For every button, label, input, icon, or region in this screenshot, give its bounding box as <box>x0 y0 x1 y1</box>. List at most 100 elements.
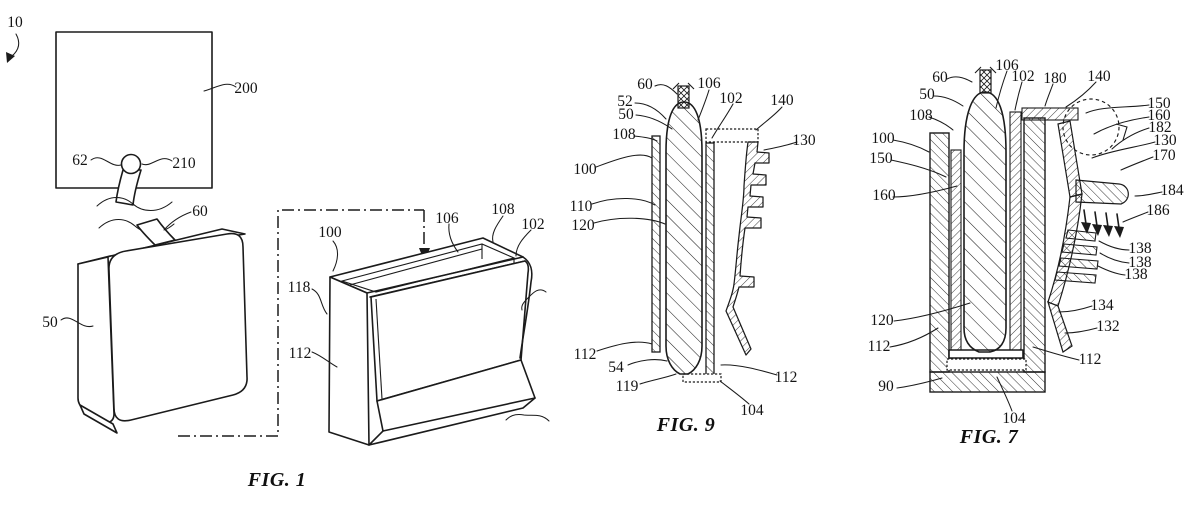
fig9-right-wall <box>705 142 715 376</box>
ref-label-10: 10 <box>7 14 23 31</box>
fig7-arrow-shaft-4 <box>1116 213 1120 229</box>
fig7-tooth-4 <box>1054 271 1097 284</box>
fig7-arrow-shaft-2 <box>1094 211 1098 227</box>
fig7-outer-left-wall <box>929 132 950 373</box>
ref-label-fig7-60: 60 <box>932 69 948 86</box>
ref-label-fig9-104: 104 <box>740 402 764 419</box>
fig1-leader-60 <box>163 211 192 231</box>
ref-label-fig7-102: 102 <box>1011 68 1034 85</box>
fig1-leader-210 <box>141 158 173 166</box>
ref-label-fig9-110: 110 <box>570 198 593 215</box>
fig7-leader-138c <box>1097 265 1126 276</box>
fig7-detail-circle <box>1062 98 1120 156</box>
ref-label-fig7-108: 108 <box>909 107 933 124</box>
ref-label-fig9-120: 120 <box>571 217 595 234</box>
ref-label-fig7-180: 180 <box>1043 70 1067 87</box>
ref-label-62: 62 <box>72 152 88 169</box>
ref-label-fig9-140: 140 <box>770 92 794 109</box>
fig7-leader-138b <box>1099 252 1130 264</box>
fig9-flange-140 <box>705 128 759 143</box>
fig9-caption: FIG. 9 <box>656 414 716 436</box>
fig1-adapter-left-face <box>77 256 115 424</box>
ref-label-fig7-104: 104 <box>1002 410 1026 427</box>
ref-label-fig7-160b: 160 <box>1147 107 1171 124</box>
fig7-wire-stub <box>979 69 992 94</box>
fig7-leader-160b <box>1093 116 1150 135</box>
ref-label-fig9-112b: 112 <box>775 369 798 386</box>
fig9-leader-108 <box>633 135 658 142</box>
fig7-arrow-shaft-3 <box>1105 212 1109 228</box>
ref-label-fig7-90: 90 <box>878 378 894 395</box>
fig7-caption: FIG. 7 <box>959 426 1019 448</box>
fig7-leader-134 <box>1058 305 1093 313</box>
fig9-wire-stub-flare <box>672 82 695 90</box>
fig1-leader-102 <box>515 229 532 257</box>
fig7-leader-60 <box>946 76 973 83</box>
fig1-leader-112 <box>311 351 338 368</box>
fig7-leader-50 <box>933 95 964 107</box>
fig7-arrow-head-1 <box>1081 222 1091 234</box>
ref-label-fig7-130: 130 <box>1153 132 1177 149</box>
fig7-leader-140 <box>1065 81 1097 108</box>
fig7-leader-150b <box>1085 104 1150 114</box>
fig1-ref10-arrow <box>11 33 20 57</box>
fig7-leader-160a <box>892 185 958 198</box>
fig7-right-liner <box>1009 111 1022 361</box>
fig9-comb-bracket <box>725 141 770 356</box>
ref-label-fig7-120: 120 <box>870 312 894 329</box>
fig7-leader-186 <box>1122 211 1149 223</box>
fig9-leader-54 <box>627 359 668 366</box>
fig9-leader-52 <box>634 102 667 120</box>
fig7-leader-180 <box>1044 83 1054 107</box>
ref-label-50: 50 <box>42 314 58 331</box>
fig1-caption: FIG. 1 <box>247 469 307 491</box>
fig9-left-wall <box>651 135 661 353</box>
fig7-left-liner <box>950 149 962 361</box>
fig9-leader-102 <box>711 103 734 139</box>
ref-label-fig9-108: 108 <box>612 126 636 143</box>
ref-label-fig7-138a: 138 <box>1128 240 1152 257</box>
fig7-force-arrows <box>1081 209 1124 238</box>
fig7-leader-112b <box>1032 346 1080 361</box>
ref-label-fig7-170: 170 <box>1152 147 1176 164</box>
fig1-enclosure-right-edge <box>519 256 533 359</box>
fig7-leader-120 <box>893 302 971 322</box>
ref-label-112: 112 <box>289 345 312 362</box>
fig1-leader-50 <box>60 317 94 328</box>
fig7-leader-112a <box>889 327 939 348</box>
fig1-cable-upper <box>115 169 142 206</box>
fig9-leader-104 <box>719 380 750 405</box>
ref-label-fig9-112a: 112 <box>574 346 597 363</box>
fig1-leader-62 <box>90 157 122 166</box>
fig1-enclosure-inner-wall-lines <box>345 244 515 287</box>
fig7-leader-130 <box>1091 141 1156 159</box>
fig9-leader-110 <box>591 197 656 206</box>
fig7-outer-right-wall <box>1023 117 1046 373</box>
ref-label-fig7-150b: 150 <box>1147 95 1171 112</box>
fig7-leader-150a <box>890 159 947 178</box>
ref-label-fig7-160a: 160 <box>872 187 896 204</box>
fig9-leader-50 <box>635 114 673 130</box>
fig9-leader-112b <box>720 364 778 376</box>
fig7-latch-leg-132 <box>1047 300 1073 353</box>
ref-label-fig7-132: 132 <box>1096 318 1119 335</box>
ref-label-fig7-150a: 150 <box>869 150 893 167</box>
ref-label-210: 210 <box>172 155 196 172</box>
ref-label-fig9-50: 50 <box>618 106 634 123</box>
fig1-leader-100 <box>332 240 339 272</box>
ref-label-106: 106 <box>435 210 459 227</box>
ref-label-fig7-184: 184 <box>1160 182 1184 199</box>
fig7-leader-138a <box>1098 240 1130 251</box>
ref-label-fig7-186: 186 <box>1146 202 1170 219</box>
fig1-cable-lower <box>136 218 176 246</box>
fig1-adapter-bottom-strip <box>79 404 118 434</box>
ref-label-fig7-138b: 138 <box>1128 254 1152 271</box>
fig9-leader-60 <box>654 84 678 95</box>
fig7-arrow-head-4 <box>1114 226 1124 238</box>
ref-label-fig9-60: 60 <box>637 76 653 93</box>
fig7-arrow-head-2 <box>1092 224 1102 236</box>
fig1-leader-106 <box>448 223 459 253</box>
fig7-top-bar-180 <box>1021 107 1079 121</box>
